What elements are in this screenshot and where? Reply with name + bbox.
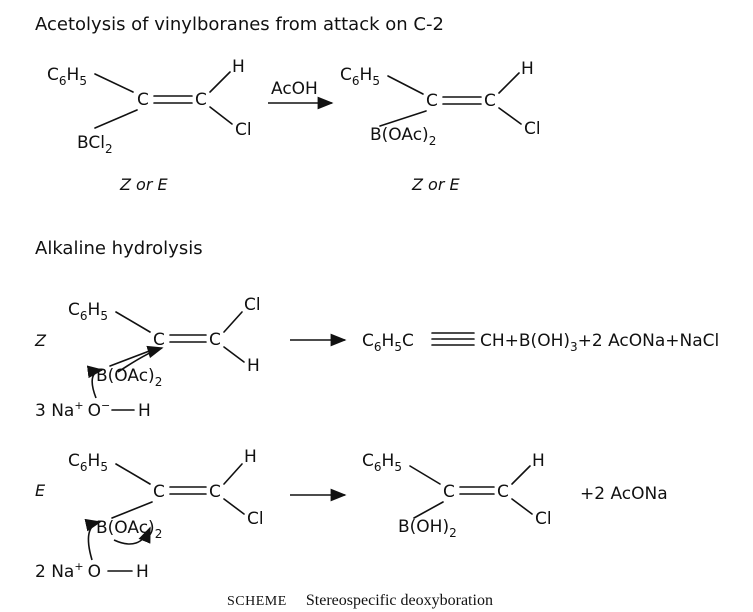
scheme-caption: SCHEME Stereospecific deoxyboration [227, 590, 493, 609]
product-h: H [521, 59, 534, 79]
reactant-isomer: Z or E [119, 175, 169, 194]
z-h: H [247, 356, 260, 376]
e-byproduct: +2 AcONa [580, 484, 668, 504]
reactant-c2: C [195, 90, 207, 110]
z-electron-arrow-2 [86, 365, 104, 399]
z-base: 3 Na+O− [35, 399, 110, 421]
section2-title: Alkaline hydrolysis [35, 238, 203, 259]
e-electron-arrow-2 [84, 518, 102, 561]
e-cl: Cl [247, 509, 264, 529]
z-c2: C [209, 330, 221, 350]
e-product-boronic-acid: C6H5 C C H Cl B(OH)2 [362, 451, 552, 540]
product-phenyl: C6H5 [340, 65, 380, 88]
e-prod-h: H [532, 451, 545, 471]
reactant-c1: C [137, 90, 149, 110]
z-c1: C [153, 330, 165, 350]
e-base: 2 Na+O [35, 560, 101, 582]
e-prod-c1: C [443, 482, 455, 502]
caption-label: SCHEME [227, 594, 287, 609]
e-electron-arrow-1 [113, 526, 151, 545]
section1-title: Acetolysis of vinylboranes from attack o… [35, 14, 444, 35]
z-product-rest: CH+B(OH)3+2 AcONa+NaCl [480, 331, 719, 354]
e-label: E [35, 481, 46, 500]
product-cl: Cl [524, 119, 541, 139]
e-prod-cl: Cl [535, 509, 552, 529]
reactant-h: H [232, 57, 245, 77]
e-boron: B(OAc)2 [96, 518, 162, 541]
z-label: Z [34, 331, 47, 350]
reactant-cl: Cl [235, 120, 252, 140]
e-h: H [244, 447, 257, 467]
e-prod-boron: B(OH)2 [398, 517, 457, 540]
e-c2: C [209, 482, 221, 502]
z-cl: Cl [244, 295, 261, 315]
z-electron-arrow-1 [117, 345, 164, 373]
z-base-h: H [138, 401, 151, 421]
e-phenyl: C6H5 [68, 451, 108, 474]
e-prod-c2: C [497, 482, 509, 502]
reactant-phenyl: C6H5 [47, 65, 87, 88]
caption-text: Stereospecific deoxyboration [306, 592, 493, 609]
z-case: Z C6H5 C C Cl H B(OAc)2 3 Na+O− H C6H5C … [34, 295, 719, 421]
product-c2: C [484, 91, 496, 111]
e-prod-phenyl: C6H5 [362, 451, 402, 474]
e-case: E C6H5 C C H Cl B(OAc)2 2 Na+O H C6H5 C … [35, 447, 668, 582]
reactant-boron: BCl2 [77, 133, 113, 156]
product-c1: C [426, 91, 438, 111]
product-boron: B(OAc)2 [370, 125, 436, 148]
product-acetoxyborane: C6H5 C C H Cl B(OAc)2 Z or E [340, 59, 541, 194]
product-isomer: Z or E [411, 175, 461, 194]
e-base-h: H [136, 562, 149, 582]
z-product-phenylacetylene: C6H5C [362, 331, 414, 354]
reactant-vinylborane: C6H5 C C H Cl BCl2 Z or E [47, 57, 252, 194]
z-phenyl: C6H5 [68, 300, 108, 323]
z-boron: B(OAc)2 [96, 366, 162, 389]
e-c1: C [153, 482, 165, 502]
reagent-acoh: AcOH [271, 79, 318, 99]
